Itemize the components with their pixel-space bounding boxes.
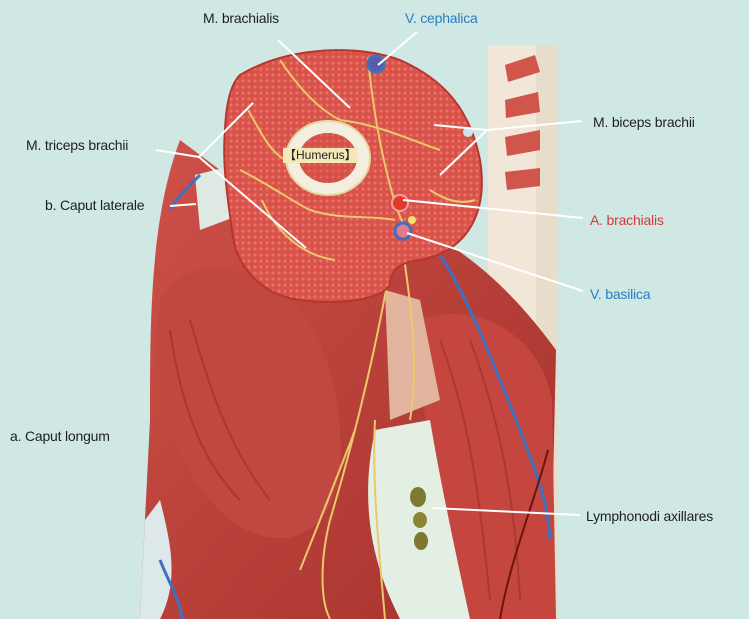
label-v-cephalica: V. cephalica	[405, 10, 478, 26]
label-humerus: 【Humerus】	[283, 148, 358, 163]
brachial-artery-dot	[392, 195, 408, 211]
label-m-brachialis: M. brachialis	[203, 10, 279, 26]
label-caput-laterale: b. Caput laterale	[45, 197, 144, 213]
cephalic-vein-dot	[368, 56, 384, 72]
basilic-vein-dot	[395, 223, 411, 239]
label-m-triceps-brachii: M. triceps brachii	[26, 137, 128, 153]
label-lymphonodi-axillares: Lymphonodi axillares	[586, 508, 713, 524]
label-a-brachialis: A. brachialis	[590, 212, 664, 228]
nerve-dot	[408, 216, 416, 224]
label-m-biceps-brachii: M. biceps brachii	[593, 114, 695, 130]
label-caput-longum: a. Caput longum	[10, 428, 110, 444]
label-v-basilica: V. basilica	[590, 286, 650, 302]
